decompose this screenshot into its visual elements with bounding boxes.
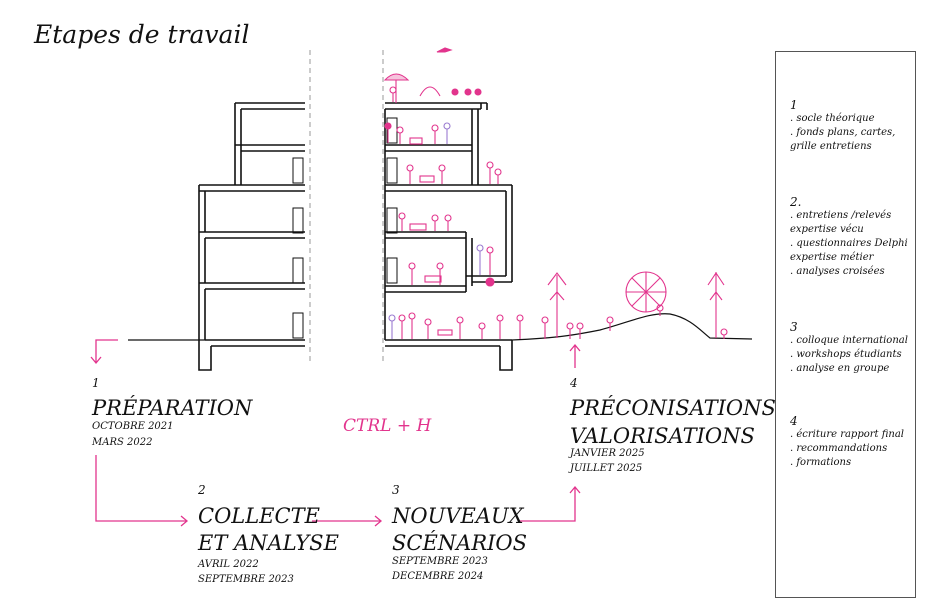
- legend-number: 1: [790, 98, 798, 112]
- legend-item: . entretiens /relevés expertise vécu: [790, 210, 892, 235]
- step-2-title-line-1: COLLECTE: [198, 504, 320, 528]
- step-3-date-end: DECEMBRE 2024: [392, 571, 484, 582]
- ground-hill: [511, 313, 753, 341]
- arrow-step3-to-4: [518, 488, 576, 522]
- legend-group-1: 1 . socle théorique . fonds plans, carte…: [776, 98, 910, 154]
- legend-panel: 1 . socle théorique . fonds plans, carte…: [775, 51, 916, 598]
- step-1-number: 1: [92, 376, 100, 390]
- step-4-title-line-1: PRÉCONISATIONS: [570, 396, 776, 420]
- step-1-date-end: MARS 2022: [92, 437, 153, 448]
- ctrl-h-label: CTRL + H: [343, 416, 432, 436]
- step-3-title-line-2: SCÉNARIOS: [392, 531, 528, 555]
- legend-item: . recommandations: [790, 443, 888, 454]
- step-1-date-start: OCTOBRE 2021: [92, 421, 174, 432]
- building-right: [384, 102, 513, 371]
- legend-number: 2.: [790, 195, 802, 209]
- step-4-title-line-2: VALORISATIONS: [570, 424, 755, 448]
- legend-item: . écriture rapport final: [790, 429, 905, 440]
- step-3-date-start: SEPTEMBRE 2023: [392, 556, 488, 567]
- step-4-number: 4: [570, 376, 578, 390]
- page-title: Etapes de travail: [34, 20, 250, 49]
- legend-item: . socle théorique: [790, 113, 875, 124]
- legend-item: . colloque international: [790, 335, 908, 346]
- legend-group-2: 2. . entretiens /relevés expertise vécu …: [776, 195, 910, 279]
- step-2-title-line-2: ET ANALYSE: [198, 531, 339, 555]
- step-4-date-end: JUILLET 2025: [570, 463, 643, 474]
- legend-number: 3: [790, 320, 798, 334]
- arrow-start: [95, 339, 118, 362]
- legend-number: 4: [790, 414, 798, 428]
- legend-group-3: 3 . colloque international . workshops é…: [776, 320, 910, 376]
- step-2-date-start: AVRIL 2022: [198, 559, 259, 570]
- building-left: [198, 102, 305, 371]
- legend-group-4: 4 . écriture rapport final . recommandat…: [776, 414, 910, 470]
- legend-item: . fonds plans, cartes, grille entretiens: [790, 127, 896, 152]
- step-3-title-line-1: NOUVEAUX: [392, 504, 524, 528]
- process-arrows: [90, 339, 581, 527]
- step-4-date-start: JANVIER 2025: [570, 448, 645, 459]
- step-2-number: 2: [198, 483, 206, 497]
- legend-item: . questionnaires Delphi expertise métier: [790, 238, 908, 263]
- step-2-date-end: SEPTEMBRE 2023: [198, 574, 294, 585]
- arrow-step1-to-2: [95, 455, 186, 522]
- step-3-number: 3: [392, 483, 400, 497]
- legend-item: . analyses croisées: [790, 266, 885, 277]
- legend-item: . workshops étudiants: [790, 349, 902, 360]
- step-1-title: PRÉPARATION: [92, 396, 253, 420]
- inhabitant-figures: [383, 47, 728, 339]
- legend-item: . formations: [790, 457, 852, 468]
- legend-item: . analyse en groupe: [790, 363, 890, 374]
